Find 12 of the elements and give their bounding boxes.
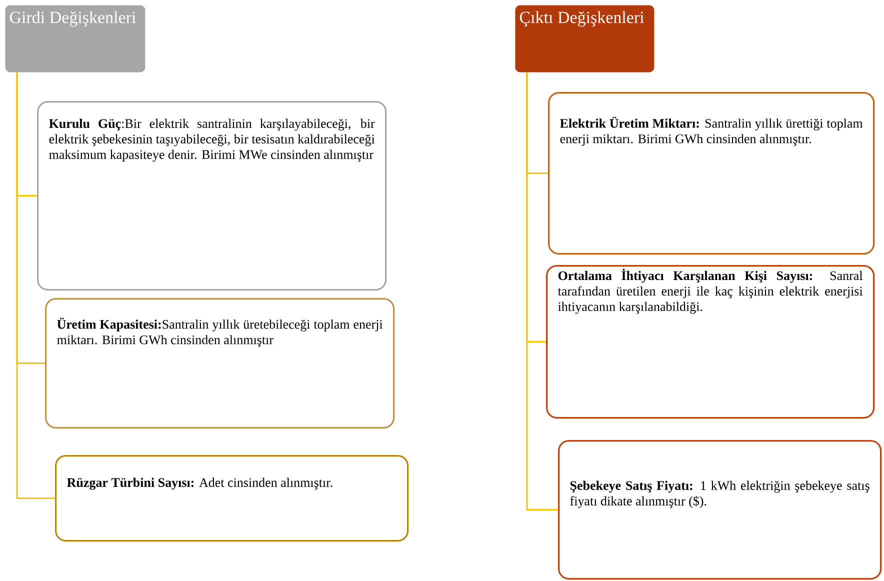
description-box: Kurulu Güç:Bir elektrik santralinin karşılayabileceği, bir elektrik şebekesinin taşıyabileceği, bir tesisatın kaldırabileceği maksimum kapasiteye denir. Birimi MWe cinsinden alınmıştır <box>37 101 387 291</box>
connector-line <box>16 72 55 500</box>
header-text: Çıktı Değişkenleri <box>520 11 644 27</box>
connector-line <box>526 72 558 511</box>
header-box <box>515 5 654 72</box>
description-box: Elektrik Üretim Miktarı: Santralin yıllık ürettiği toplam enerji miktarı. Birimi GWh cinsinden alınmıştır. <box>548 92 875 255</box>
description-box: Ortalama İhtiyacı Karşılanan Kişi Sayısı: Sanral tarafından üretilen enerji ile kaç kişinin elektrik enerjisi ihtiyacanın karşılanabildiği. <box>546 265 875 419</box>
header-box <box>5 5 146 72</box>
description-box: Üretim Kapasitesi:Santralin yıllık üretebileceği toplam enerji miktarı. Birimi GWh cinsinden alınmıştır <box>45 298 395 429</box>
description-box: Şebekeye Satış Fiyatı: 1 kWh elektriğin şebekeye satış fiyatı dikate alınmıştır ($). <box>558 440 882 580</box>
header-text: Girdi Değişkenleri <box>10 11 136 27</box>
description-box: Rüzgar Türbini Sayısı: Adet cinsinden alınmıştır. <box>55 455 409 542</box>
